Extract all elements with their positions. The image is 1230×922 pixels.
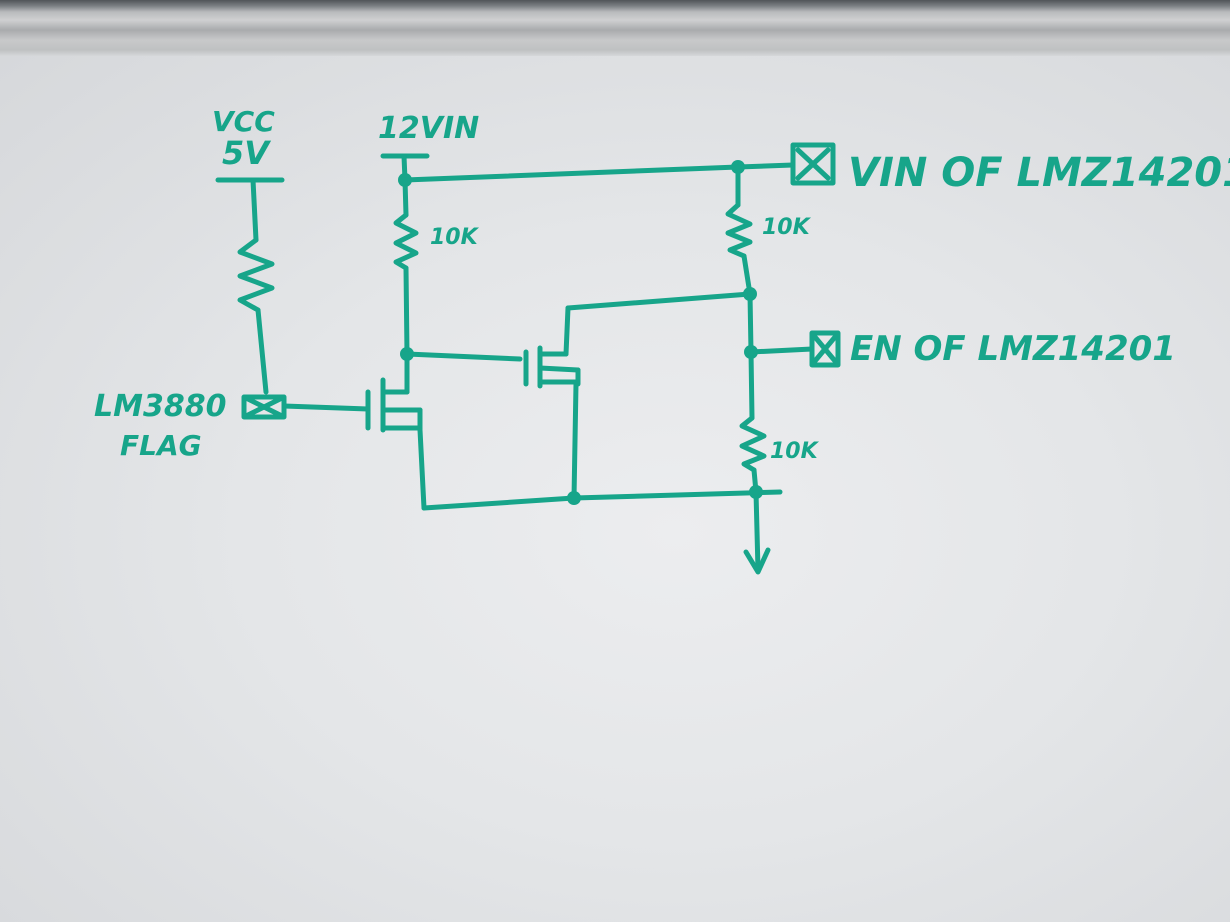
mosfet-q2 — [523, 305, 581, 501]
r3-label: 10K — [770, 439, 820, 464]
divider-wire — [747, 291, 754, 355]
lm3880-label: LM3880 — [94, 389, 226, 424]
whiteboard — [0, 56, 1230, 922]
ground-symbol — [743, 489, 771, 575]
en-out-label: EN OF LMZ14201 — [850, 329, 1176, 369]
junction-dot — [567, 491, 581, 505]
resistor-r1 — [393, 177, 419, 357]
vin-connector — [790, 142, 836, 186]
whiteboard-frame — [0, 0, 1230, 56]
en-out-wire — [748, 346, 815, 355]
ground-rail-right — [571, 489, 783, 501]
flag-to-gate-wire — [281, 403, 371, 412]
vcc-label: VCC — [212, 105, 275, 138]
ground-rail-left — [421, 495, 577, 511]
mosfet-q1 — [365, 351, 427, 511]
12vin-label: 12VIN — [378, 111, 479, 146]
q1-to-q2-gate-wire — [404, 351, 523, 362]
en-connector — [809, 330, 841, 368]
vcc-voltage-label: 5V — [222, 134, 271, 172]
flag-label: FLAG — [120, 429, 202, 462]
flag-connector — [241, 394, 287, 420]
vin-out-label: VIN OF LMZ14201 — [848, 150, 1230, 196]
r2-label: 10K — [762, 215, 812, 240]
q2-drain-wire — [565, 291, 753, 311]
vin-out-wire — [735, 162, 796, 170]
resistor-r3 — [739, 349, 767, 495]
r1-label: 10K — [430, 225, 480, 250]
resistor-r2 — [725, 164, 753, 297]
vcc-supply — [215, 177, 285, 395]
12v-rail — [402, 164, 741, 183]
